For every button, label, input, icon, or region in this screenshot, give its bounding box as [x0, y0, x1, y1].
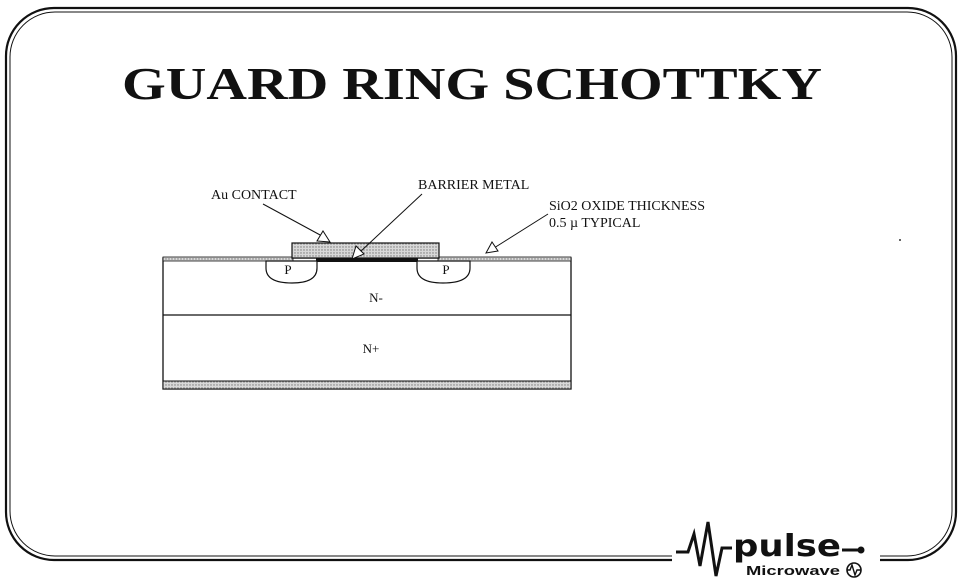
bottom-metal-layer	[162, 380, 572, 390]
slide-frame-inner	[9, 11, 953, 557]
logo-pulse-waveform-icon	[676, 521, 732, 577]
p-region-right-label: P	[442, 262, 449, 277]
pulse-microwave-logo: pulse Microwave	[676, 521, 865, 578]
au-contact-label: Au CONTACT	[211, 188, 297, 203]
barrier-metal-label: BARRIER METAL	[418, 178, 529, 193]
au-contact-block	[291, 242, 440, 259]
p-well-left	[265, 260, 318, 284]
oxide-layer-right	[437, 256, 572, 262]
schottky-cross-section: P P N- N+	[162, 242, 572, 390]
page-title: GUARD RING SCHOTTKY	[122, 58, 822, 109]
sio2-thickness-label: SiO2 OXIDE THICKNESS	[549, 199, 705, 214]
p-well-right	[416, 260, 471, 284]
n-minus-label: N-	[369, 290, 383, 305]
oxide-layer-left	[162, 256, 294, 262]
au-contact-arrow	[262, 203, 331, 243]
scan-speck	[899, 239, 901, 241]
logo-sub-text: Microwave	[746, 563, 840, 578]
sio2-arrow	[485, 213, 549, 254]
logo-brand-text: pulse	[733, 529, 841, 564]
p-region-left-label: P	[284, 262, 291, 277]
barrier-metal-layer	[316, 258, 418, 262]
n-plus-label: N+	[363, 341, 380, 356]
logo-tail-dot-icon	[857, 546, 865, 554]
barrier-metal-arrow	[351, 193, 423, 260]
substrate-outline	[162, 257, 572, 390]
sio2-typical-label: 0.5 µ TYPICAL	[549, 216, 640, 231]
slide-frame-outer	[4, 6, 958, 562]
logo-circle-emblem-icon	[846, 562, 862, 578]
